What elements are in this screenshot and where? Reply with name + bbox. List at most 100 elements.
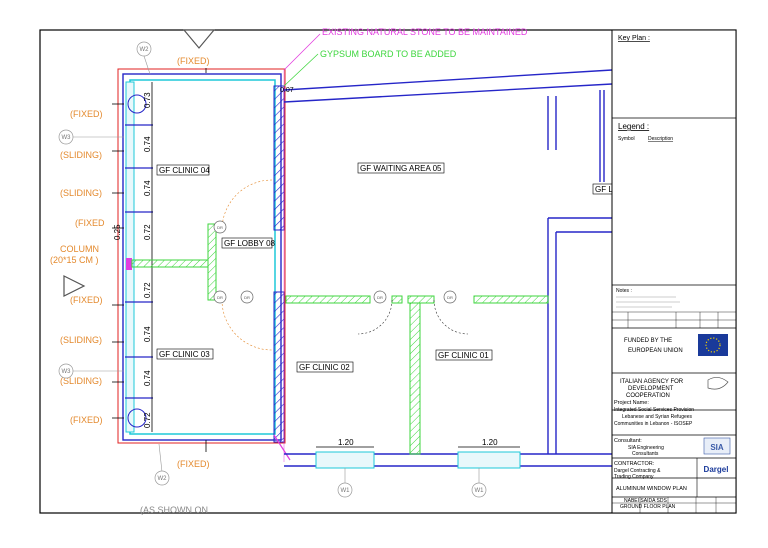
project-line-3: Communities in Lebanon - ISOSEP bbox=[614, 421, 693, 427]
dim-072c: 0.72 bbox=[143, 412, 152, 428]
project-line-1: Integrated Social Services Provision bbox=[614, 407, 694, 413]
tag-w2-top: W2 bbox=[140, 47, 150, 53]
symbol-column: Symbol bbox=[618, 136, 635, 142]
room-clinic-01: GF CLINIC 01 bbox=[438, 351, 489, 360]
corridor-partition-mid bbox=[391, 295, 403, 304]
window-mullions bbox=[125, 124, 153, 399]
door-swings-right bbox=[357, 299, 469, 335]
fixed-label-3: (FIXED) bbox=[70, 295, 103, 305]
room-clinic-03: GF CLINIC 03 bbox=[159, 350, 210, 359]
section-marker-left bbox=[63, 275, 86, 297]
left-window-strip bbox=[125, 81, 135, 433]
dim-120a: 1.20 bbox=[338, 438, 354, 447]
fixed-label-1: (FIXED) bbox=[70, 109, 103, 119]
dim-120b: 1.20 bbox=[482, 438, 498, 447]
section-marker-top bbox=[182, 29, 216, 49]
magenta-joint bbox=[273, 434, 291, 461]
dim-074a: 0.74 bbox=[143, 136, 152, 152]
sliding-label-1: (SLIDING) bbox=[60, 150, 102, 160]
tag-w1-left: W1 bbox=[341, 488, 351, 494]
title-block: Key Plan : Legend : Symbol Description N… bbox=[611, 29, 737, 514]
door-tag-label: DR bbox=[244, 295, 250, 300]
fixed-label-top: (FIXED) bbox=[177, 56, 210, 66]
dim-072a: 0.72 bbox=[143, 224, 152, 240]
consultant-logo-box bbox=[703, 437, 731, 455]
room-labels: GF CLINIC 04 GF WAITING AREA 05 GF LOBBY… bbox=[156, 162, 613, 373]
corridor-partition-left bbox=[285, 295, 371, 304]
lobby-partition bbox=[207, 223, 217, 301]
natural-stone-leader bbox=[283, 33, 321, 71]
sliding-label-2: (SLIDING) bbox=[60, 188, 102, 198]
notes-text-lines bbox=[616, 296, 680, 308]
consultant-line-2: Consultants bbox=[632, 451, 659, 457]
agency-line-3: COOPERATION bbox=[626, 393, 670, 399]
room-clinic-02: GF CLINIC 02 bbox=[299, 363, 350, 372]
dim-074d: 0.74 bbox=[143, 370, 152, 386]
project-name-label: Project Name: bbox=[614, 400, 649, 406]
green-partition-horizontal bbox=[131, 259, 209, 268]
outer-red-boundary bbox=[117, 68, 286, 444]
notes-label: Notes : bbox=[616, 288, 632, 294]
agency-line-1: ITALIAN AGENCY FOR bbox=[620, 379, 684, 385]
room-waiting-05: GF WAITING AREA 05 bbox=[360, 164, 442, 173]
site-line-2: GROUND FLOOR PLAN bbox=[620, 504, 676, 510]
corridor-partition-stub bbox=[407, 295, 435, 304]
column-label: COLUMN bbox=[60, 244, 99, 254]
agency-line-2: DEVELOPMENT bbox=[628, 386, 674, 392]
door-tags: DR DR DR DR DR bbox=[213, 220, 457, 304]
bottom-windows bbox=[315, 446, 521, 469]
dim-025: 0.25 bbox=[113, 224, 122, 240]
sliding-window-circles bbox=[127, 94, 147, 428]
tag-leaders bbox=[66, 55, 480, 483]
legend-label: Legend : bbox=[618, 122, 649, 131]
window-type-labels: (FIXED) (FIXED) (SLIDING) (SLIDING) (FIX… bbox=[50, 56, 210, 469]
tag-w3-bottom: W3 bbox=[62, 369, 72, 375]
key-plan-label: Key Plan : bbox=[618, 35, 650, 42]
funded-line-1: FUNDED BY THE bbox=[624, 338, 672, 344]
gypsum-board-note: GYPSUM BOARD TO BE ADDED bbox=[320, 49, 457, 59]
contractor-label: CONTRACTOR: bbox=[614, 461, 655, 467]
dim-073: 0.73 bbox=[143, 92, 152, 108]
corridor-partition-right bbox=[473, 295, 549, 304]
drawing-title: ALUMINUM WINDOW PLAN bbox=[616, 486, 687, 492]
hatched-wall-lower bbox=[273, 291, 285, 443]
gypsum-leader bbox=[283, 53, 319, 87]
door-tag-label: DR bbox=[217, 295, 223, 300]
hatched-wall-upper bbox=[273, 85, 285, 231]
funded-line-2: EUROPEAN UNION bbox=[628, 348, 683, 354]
consultant-line-1: SIA Engineering bbox=[628, 445, 664, 451]
contractor-line-2: Trading Company bbox=[614, 474, 654, 480]
column-marker bbox=[126, 258, 132, 270]
vertical-dimensions: 0.73 0.74 0.74 0.72 0.25 0.72 0.74 0.74 … bbox=[113, 92, 152, 428]
door-tag-label: DR bbox=[217, 225, 223, 230]
window-tags: W2 W3 W3 W2 W1 W1 bbox=[58, 41, 487, 498]
room-clinic-04: GF CLINIC 04 bbox=[159, 166, 210, 175]
fixed-label-2: (FIXED bbox=[75, 218, 105, 228]
door-tag-label: DR bbox=[377, 295, 383, 300]
consultant-label: Consultant: bbox=[614, 438, 642, 444]
door-swings-left bbox=[221, 179, 273, 351]
fixed-label-bottom: (FIXED) bbox=[177, 459, 210, 469]
dim-072b: 0.72 bbox=[143, 282, 152, 298]
column-size-label: (20*15 CM ) bbox=[50, 255, 99, 265]
as-shown-on-note: (AS SHOWN ON bbox=[140, 505, 208, 515]
sliding-label-3: (SLIDING) bbox=[60, 335, 102, 345]
left-wing-outer-wall bbox=[122, 73, 282, 441]
room-gf-partial: GF L bbox=[595, 185, 613, 194]
dim-074c: 0.74 bbox=[143, 326, 152, 342]
tag-w2-bottom: W2 bbox=[158, 476, 168, 482]
consultant-logo-text: SIA bbox=[710, 443, 724, 452]
sliding-label-4: (SLIDING) bbox=[60, 376, 102, 386]
window-label-arrows bbox=[112, 68, 207, 452]
tag-w3-top: W3 bbox=[62, 135, 72, 141]
contractor-line-1: Dargel Contracting & bbox=[614, 468, 661, 474]
project-line-2: Lebanese and Syrian Refugees bbox=[622, 414, 693, 420]
dim-074b: 0.74 bbox=[143, 180, 152, 196]
dim-007: 0.07 bbox=[280, 87, 294, 94]
eu-flag bbox=[698, 334, 728, 356]
agency-logo bbox=[707, 377, 729, 390]
clinic-divider bbox=[409, 302, 421, 455]
contractor-logo-text: Dargel bbox=[704, 465, 729, 474]
